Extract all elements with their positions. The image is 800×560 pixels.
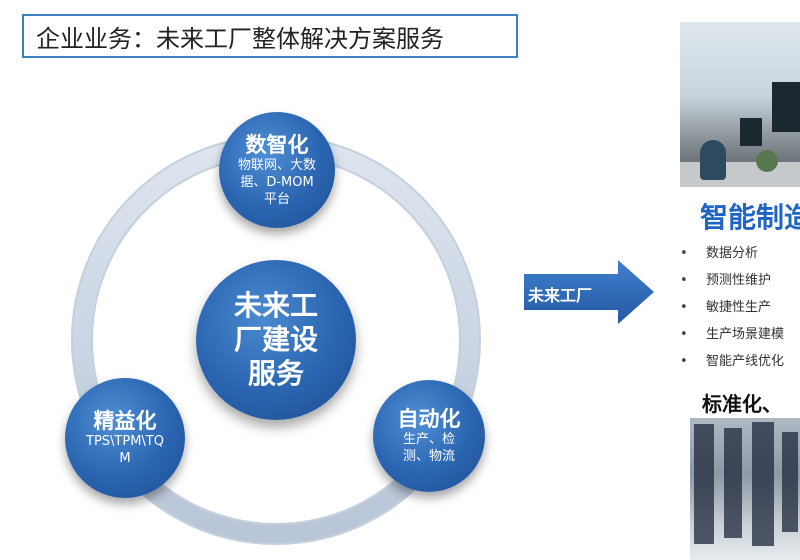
office-photo bbox=[680, 22, 800, 187]
list-item: 生产场景建模 bbox=[680, 323, 784, 350]
node-lean-desc: TPS\TPM\TQM bbox=[86, 434, 164, 466]
smart-manufacturing-heading: 智能制造 bbox=[700, 201, 800, 234]
node-lean: 精益化 TPS\TPM\TQM bbox=[65, 378, 185, 498]
node-digital: 数智化 物联网、大数据、D-MOM平台 bbox=[219, 112, 335, 228]
list-item: 预测性维护 bbox=[680, 269, 784, 296]
list-item: 敏捷性生产 bbox=[680, 296, 784, 323]
node-digital-name: 数智化 bbox=[245, 132, 309, 157]
list-item: 智能产线优化 bbox=[680, 350, 784, 377]
center-node: 未来工厂建设服务 bbox=[196, 260, 356, 420]
list-item: 数据分析 bbox=[680, 242, 784, 269]
center-label: 未来工厂建设服务 bbox=[233, 289, 318, 390]
node-automation-name: 自动化 bbox=[397, 407, 461, 431]
node-automation-desc: 生产、检测、物流 bbox=[402, 432, 455, 464]
arrow-label: 未来工厂 bbox=[528, 286, 593, 305]
production-line-photo bbox=[690, 418, 800, 560]
feature-list: 数据分析 预测性维护 敏捷性生产 生产场景建模 智能产线优化 bbox=[680, 242, 784, 377]
right-arrow-icon bbox=[524, 260, 654, 324]
node-lean-name: 精益化 bbox=[93, 409, 157, 433]
page-title: 企业业务：未来工厂整体解决方案服务 bbox=[22, 14, 518, 58]
node-automation: 自动化 生产、检测、物流 bbox=[373, 380, 485, 492]
node-digital-desc: 物联网、大数据、D-MOM平台 bbox=[237, 157, 316, 207]
standardization-heading: 标准化、 bbox=[702, 392, 782, 416]
